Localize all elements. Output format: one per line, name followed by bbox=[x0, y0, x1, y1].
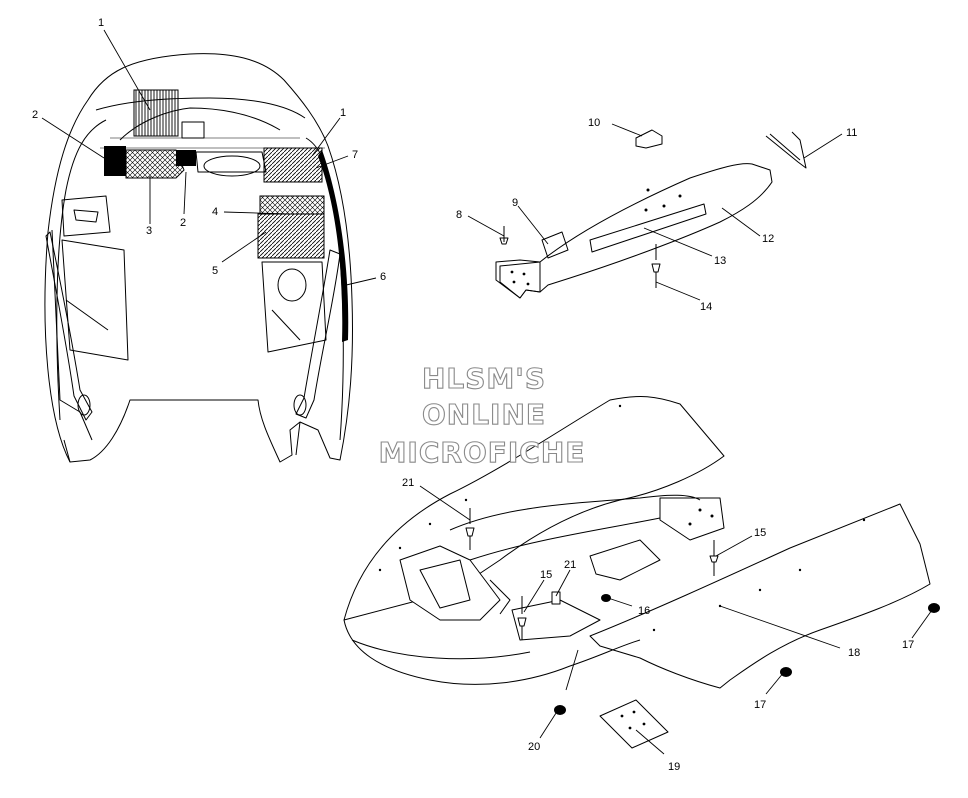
decal-2-right bbox=[176, 150, 196, 166]
callout-13: 13 bbox=[714, 255, 726, 267]
fastener-15a bbox=[517, 596, 527, 640]
belly-pan-illustration bbox=[343, 396, 940, 749]
hood-assembly-illustration bbox=[44, 53, 353, 463]
push-rivet-17b bbox=[780, 667, 792, 677]
plate-19 bbox=[599, 699, 669, 749]
callout-14: 14 bbox=[700, 301, 712, 313]
decal-4 bbox=[259, 195, 325, 215]
callout-19: 19 bbox=[668, 761, 680, 773]
callout-10: 10 bbox=[588, 117, 600, 129]
support-bracket-illustration bbox=[495, 129, 807, 299]
callout-20: 20 bbox=[528, 741, 540, 753]
callout-labels: 1 1 2 2 3 4 5 6 7 8 9 10 11 12 13 14 15 … bbox=[32, 17, 914, 773]
bracket-12 bbox=[495, 163, 773, 299]
callout-21-center: 21 bbox=[564, 559, 576, 571]
side-panel-18 bbox=[589, 503, 931, 689]
callout-2-center: 2 bbox=[180, 217, 186, 229]
callout-17-bottom: 17 bbox=[754, 699, 766, 711]
decal-1-top bbox=[133, 89, 179, 137]
decal-6-stripe bbox=[318, 150, 349, 342]
callout-9: 9 bbox=[512, 197, 518, 209]
callout-2-left: 2 bbox=[32, 109, 38, 121]
decal-13 bbox=[589, 203, 707, 253]
callout-15-right: 15 bbox=[754, 527, 766, 539]
decal-5 bbox=[257, 213, 325, 259]
fastener-15b bbox=[709, 540, 719, 576]
decal-9 bbox=[541, 231, 569, 259]
callout-12: 12 bbox=[762, 233, 774, 245]
callout-11: 11 bbox=[846, 127, 857, 139]
watermark: HLSM'S ONLINE MICROFICHE bbox=[378, 361, 586, 469]
decal-2-left bbox=[104, 146, 126, 176]
callout-1-top: 1 bbox=[98, 17, 104, 29]
callout-1-right: 1 bbox=[340, 107, 346, 119]
callout-6: 6 bbox=[380, 271, 386, 283]
fastener-14 bbox=[651, 244, 661, 288]
callout-3: 3 bbox=[146, 225, 152, 237]
watermark-line-1: HLSM'S bbox=[422, 362, 546, 395]
callout-7: 7 bbox=[352, 149, 358, 161]
fastener-8 bbox=[499, 226, 509, 245]
retainer-11 bbox=[765, 131, 807, 169]
push-rivet-16 bbox=[601, 594, 611, 602]
decal-7 bbox=[263, 147, 323, 183]
clip-10 bbox=[635, 129, 663, 149]
callout-4: 4 bbox=[212, 206, 218, 218]
callout-17-right: 17 bbox=[902, 639, 914, 651]
push-rivet-20 bbox=[554, 705, 566, 715]
callout-18: 18 bbox=[848, 647, 860, 659]
callout-16: 16 bbox=[638, 605, 650, 617]
watermark-line-2: ONLINE bbox=[422, 398, 546, 431]
watermark-line-3: MICROFICHE bbox=[379, 436, 586, 469]
decal-3 bbox=[125, 149, 185, 179]
callout-15-left: 15 bbox=[540, 569, 552, 581]
fastener-21b bbox=[551, 591, 561, 605]
callout-5: 5 bbox=[212, 265, 218, 277]
leader-lines bbox=[41, 29, 933, 755]
callout-21-left: 21 bbox=[402, 477, 414, 489]
fastener-21a bbox=[465, 508, 475, 550]
push-rivet-17a bbox=[928, 603, 940, 613]
callout-8: 8 bbox=[456, 209, 462, 221]
